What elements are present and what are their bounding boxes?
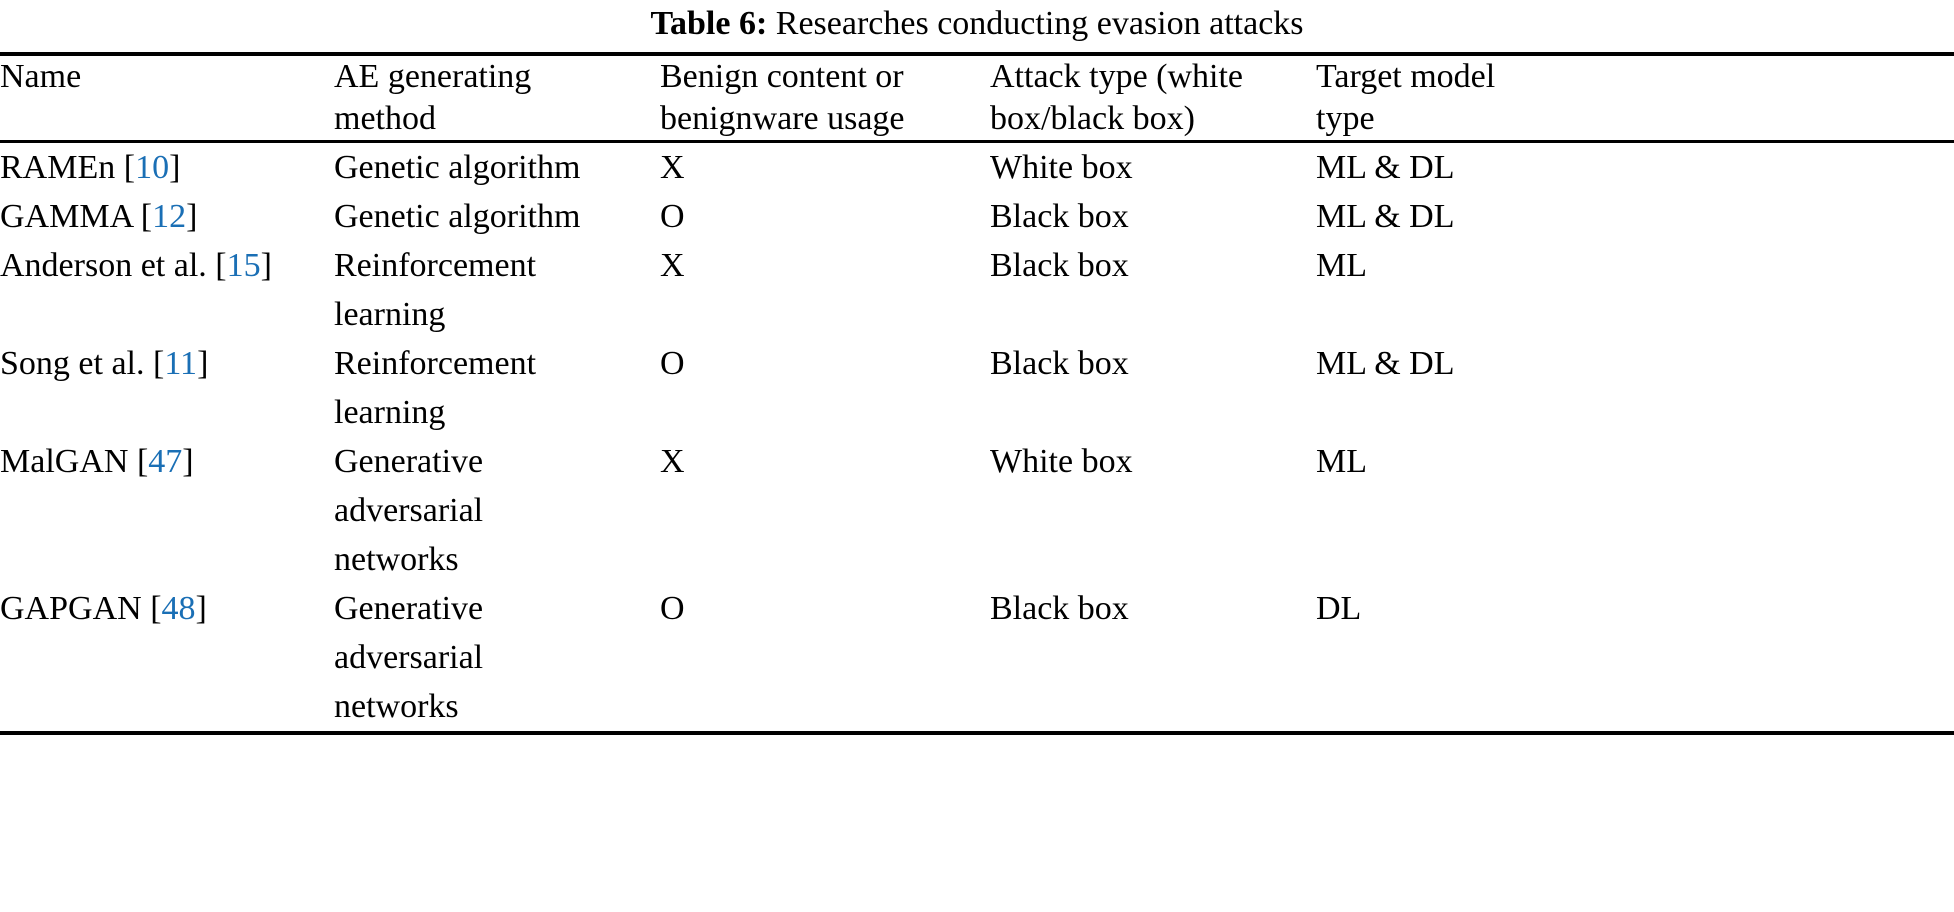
column-header-target-model-type: Target model type — [1316, 56, 1954, 140]
cell-attack-type: Black box — [990, 198, 1129, 235]
method-line: networks — [334, 688, 459, 725]
column-header-benign-content-usage: Benign content or benignware usage — [660, 56, 990, 140]
research-name: GAPGAN — [0, 590, 151, 627]
cell-ae-generating-method: Generative adversarial networks — [334, 437, 660, 584]
citation-bracket-open: [ — [150, 590, 162, 627]
citation-bracket-open: [ — [215, 247, 227, 284]
research-name: RAMEn — [0, 149, 124, 186]
method-line: networks — [334, 541, 459, 578]
citation-link[interactable]: 48 — [161, 590, 196, 627]
research-name: MalGAN — [0, 443, 137, 480]
citation-bracket-open: [ — [140, 198, 153, 235]
cell-attack-type: Black box — [990, 247, 1129, 284]
evasion-attacks-table: Name AE generating method Benign content… — [0, 56, 1954, 140]
column-header-attack-type: Attack type (white box/black box) — [990, 56, 1316, 140]
column-header-benign-line2: benignware usage — [660, 100, 905, 137]
cell-target-model-type: ML — [1316, 443, 1367, 480]
column-header-target-line1: Target model — [1316, 58, 1496, 95]
cell-attack-type: White box — [990, 443, 1133, 480]
table-header: Name AE generating method Benign content… — [0, 56, 1954, 140]
research-name: GAMMA — [0, 198, 141, 235]
citation-bracket-open: [ — [136, 443, 149, 480]
cell-ae-generating-method: Generative adversarial networks — [334, 584, 660, 731]
cell-attack-type: Black box — [990, 590, 1129, 627]
cell-benign-usage: X — [660, 247, 685, 284]
table-header-row: Name AE generating method Benign content… — [0, 56, 1954, 140]
citation-bracket-close: ] — [182, 443, 194, 480]
research-name: Song et al. — [0, 345, 153, 382]
cell-target-model-type: DL — [1316, 590, 1362, 627]
citation-bracket-open: [ — [152, 345, 165, 382]
citation-link[interactable]: 47 — [148, 443, 183, 480]
cell-target-model-type: ML & DL — [1316, 198, 1455, 235]
cell-benign-usage: O — [660, 590, 685, 627]
citation-bracket-close: ] — [169, 149, 181, 186]
column-header-name-line1: Name — [0, 58, 82, 95]
cell-ae-generating-method: Reinforcement learning — [334, 339, 660, 437]
cell-target-model-type: ML & DL — [1316, 149, 1455, 186]
citation-link[interactable]: 10 — [135, 149, 170, 186]
cell-ae-generating-method: Reinforcement learning — [334, 241, 660, 339]
method-line: learning — [334, 296, 446, 333]
cell-attack-type: White box — [990, 149, 1133, 186]
cell-ae-generating-method: Genetic algorithm — [334, 143, 660, 192]
column-header-name: Name — [0, 56, 334, 140]
method-line: Generative — [334, 443, 484, 480]
column-header-ae-generating-method: AE generating method — [334, 56, 660, 140]
cell-name: GAPGAN [48] — [0, 584, 334, 731]
cell-benign-usage: O — [660, 345, 685, 382]
cell-name: MalGAN [47] — [0, 437, 334, 584]
cell-name: Anderson et al. [15] — [0, 241, 334, 339]
cell-name: Song et al. [11] — [0, 339, 334, 437]
method-line: learning — [334, 394, 446, 431]
table-caption-text: Researches conducting evasion attacks — [775, 5, 1304, 42]
citation-link[interactable]: 15 — [226, 247, 261, 284]
column-header-attack-line2: box/black box) — [990, 100, 1195, 137]
method-line: Genetic algorithm — [334, 198, 581, 235]
table-bottom-rule — [0, 731, 1954, 735]
column-header-method-line2: method — [334, 100, 436, 137]
citation-bracket-close: ] — [186, 198, 198, 235]
method-line: Generative — [334, 590, 484, 627]
cell-benign-usage: X — [660, 443, 685, 480]
citation-bracket-close: ] — [195, 590, 207, 627]
cell-ae-generating-method: Genetic algorithm — [334, 192, 660, 241]
column-header-attack-line1: Attack type (white — [990, 58, 1244, 95]
cell-name: GAMMA [12] — [0, 192, 334, 241]
method-line: adversarial — [334, 492, 484, 529]
method-line: adversarial — [334, 639, 484, 676]
column-header-method-line1: AE generating — [334, 58, 532, 95]
method-line: Genetic algorithm — [334, 149, 581, 186]
citation-link[interactable]: 12 — [152, 198, 187, 235]
method-line: Reinforcement — [334, 345, 537, 382]
citation-bracket-close: ] — [197, 345, 209, 382]
table-header-rule — [0, 140, 1954, 143]
cell-target-model-type: ML — [1316, 247, 1367, 284]
method-line: Reinforcement — [334, 247, 537, 284]
citation-link[interactable]: 11 — [164, 345, 198, 382]
column-header-target-line2: type — [1316, 100, 1375, 137]
citation-bracket-open: [ — [123, 149, 136, 186]
cell-name: RAMEn [10] — [0, 143, 334, 192]
table-caption-label: Table 6: — [650, 5, 768, 42]
cell-benign-usage: O — [660, 198, 685, 235]
cell-target-model-type: ML & DL — [1316, 345, 1455, 382]
column-header-benign-line1: Benign content or — [660, 58, 904, 95]
research-name: Anderson et al. — [0, 247, 216, 284]
citation-bracket-close: ] — [260, 247, 272, 284]
cell-benign-usage: X — [660, 149, 685, 186]
table-top-rule — [0, 52, 1954, 56]
cell-attack-type: Black box — [990, 345, 1129, 382]
table-caption: Table 6: Researches conducting evasion a… — [0, 0, 1954, 52]
